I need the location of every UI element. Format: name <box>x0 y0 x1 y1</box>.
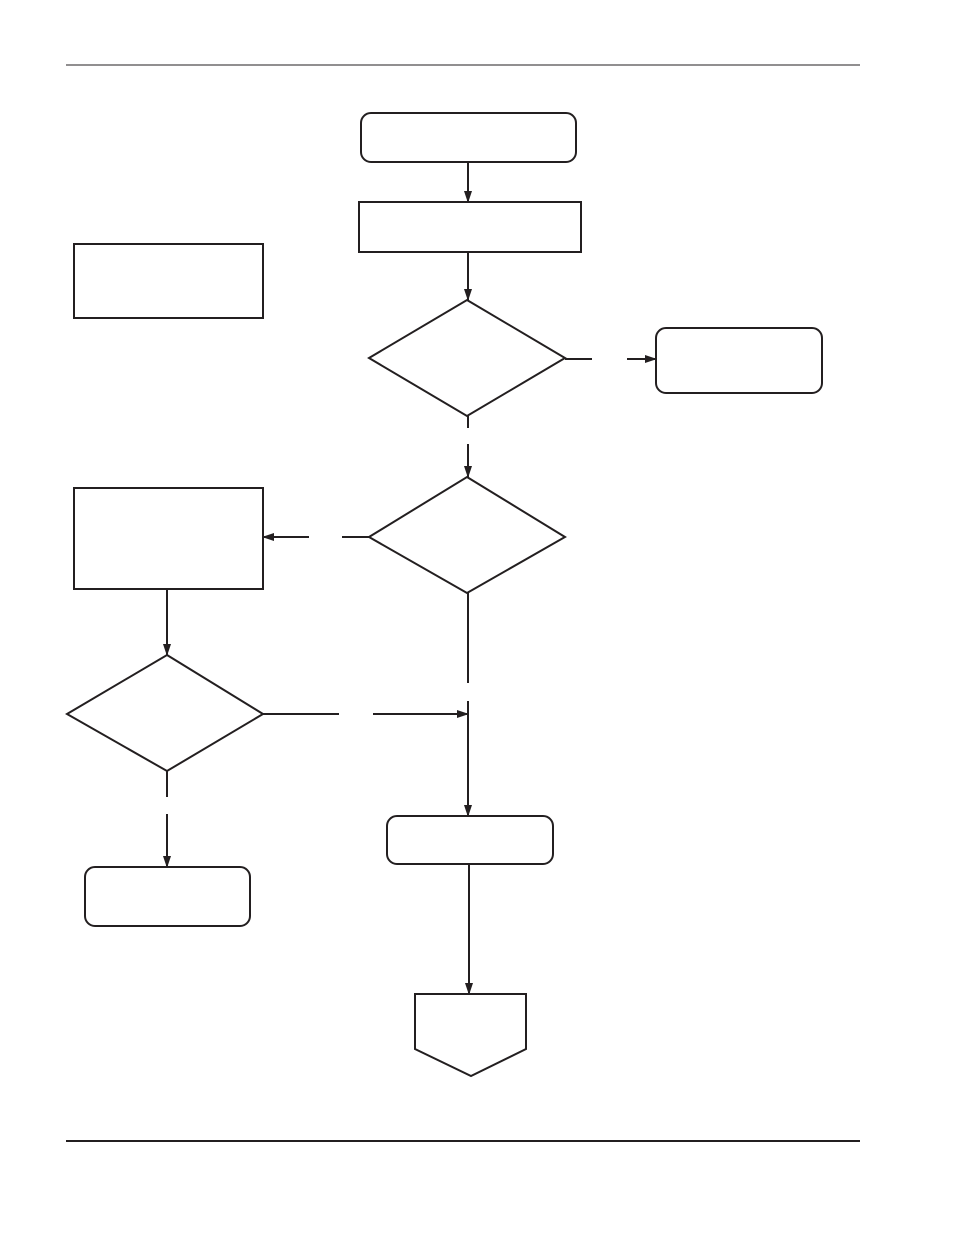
node-terminal-right <box>655 327 823 394</box>
node-process-3 <box>386 815 554 865</box>
node-start <box>360 112 577 163</box>
node-decision-1 <box>367 298 567 418</box>
node-decision-3 <box>65 653 265 773</box>
node-process-1 <box>358 201 582 253</box>
node-off-page-connector <box>414 993 527 1078</box>
node-terminal-left <box>84 866 251 927</box>
node-process-2 <box>73 487 264 590</box>
node-decision-2 <box>367 475 567 595</box>
node-note <box>73 243 264 319</box>
